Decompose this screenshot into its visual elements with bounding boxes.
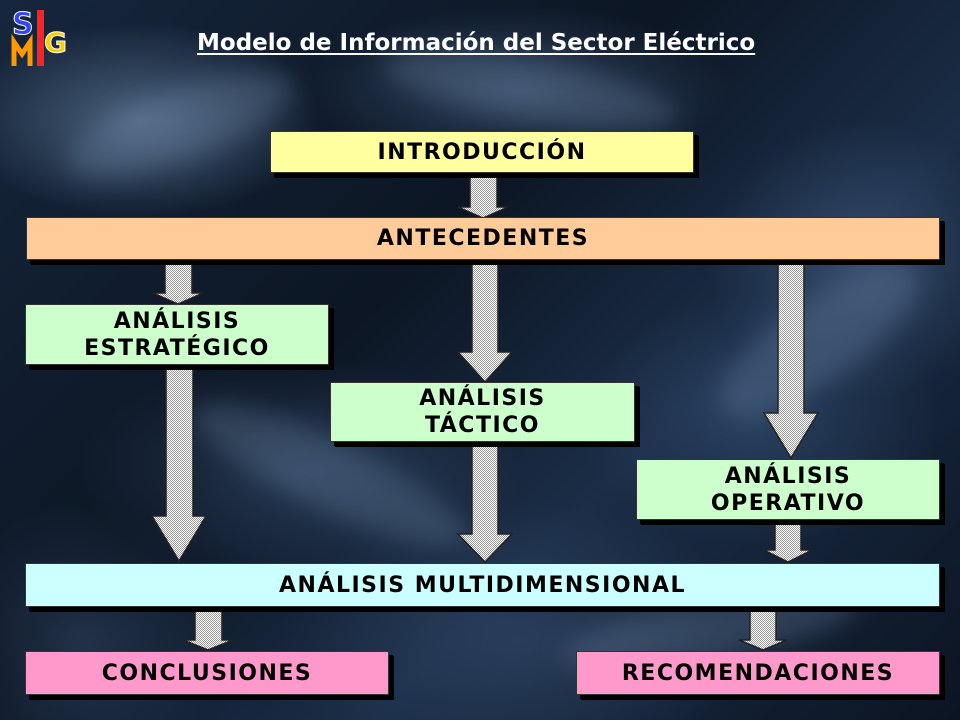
box-conclusiones: CONCLUSIONES xyxy=(25,651,389,695)
box-analisis-tactico: ANÁLISIS TÁCTICO xyxy=(330,382,635,442)
box-estrategico-line1: ANÁLISIS xyxy=(113,308,241,334)
arrow-antecedentes-tactico xyxy=(456,261,514,384)
arrow-antecedentes-operativo xyxy=(762,261,820,460)
box-recomendaciones: RECOMENDACIONES xyxy=(576,651,940,695)
arrow-multidimensional-conclusiones xyxy=(182,607,234,651)
arrow-multidimensional-recomendaciones xyxy=(738,607,788,651)
box-tactico-line1: ANÁLISIS xyxy=(419,386,546,411)
box-conclusiones-label: CONCLUSIONES xyxy=(101,660,313,686)
box-multidimensional-label: ANÁLISIS MULTIDIMENSIONAL xyxy=(279,572,686,598)
box-operativo-line2: OPERATIVO xyxy=(710,490,866,516)
box-analisis-operativo: ANÁLISIS OPERATIVO xyxy=(636,459,940,520)
box-introduccion-label: INTRODUCCIÓN xyxy=(377,139,587,165)
box-antecedentes-label: ANTECEDENTES xyxy=(376,226,590,251)
box-operativo-line1: ANÁLISIS xyxy=(724,463,852,489)
arrow-tactico-multidimensional xyxy=(456,443,514,564)
box-estrategico-line2: ESTRATÉGICO xyxy=(84,335,270,361)
arrow-estrategico-multidimensional xyxy=(150,365,208,563)
arrow-antecedentes-estrategico xyxy=(152,261,204,305)
box-recomendaciones-label: RECOMENDACIONES xyxy=(621,660,895,686)
arrow-operativo-multidimensional xyxy=(763,521,813,563)
box-analisis-multidimensional: ANÁLISIS MULTIDIMENSIONAL xyxy=(25,563,940,607)
sig-logo: S G xyxy=(11,7,67,66)
box-antecedentes: ANTECEDENTES xyxy=(26,217,940,260)
svg-text:S: S xyxy=(12,7,34,42)
box-analisis-estrategico: ANÁLISIS ESTRATÉGICO xyxy=(25,304,329,365)
arrow-intro-antecedentes xyxy=(457,173,509,219)
svg-text:G: G xyxy=(44,26,67,59)
page-title: Modelo de Información del Sector Eléctri… xyxy=(197,30,756,56)
box-introduccion: INTRODUCCIÓN xyxy=(270,131,694,173)
box-tactico-line2: TÁCTICO xyxy=(424,413,540,438)
